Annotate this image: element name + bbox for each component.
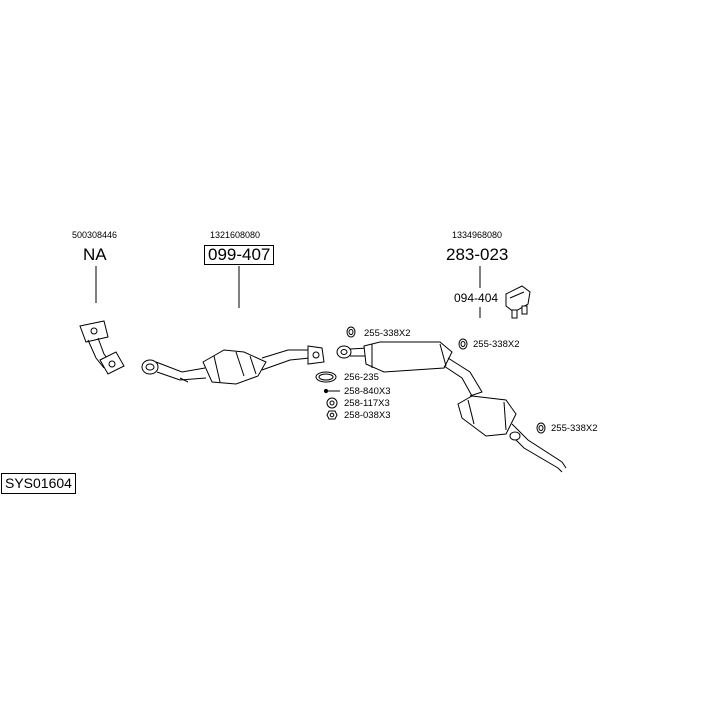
oe-number-label: 500308446: [72, 230, 118, 240]
accessory-label[interactable]: 255-338X2: [551, 423, 598, 434]
catalytic-converter-part: [141, 345, 325, 385]
oe-number-label: 1334968080: [452, 230, 503, 240]
accessory-label[interactable]: 255-338X2: [364, 328, 411, 339]
silencer-part: [336, 341, 567, 473]
gasket-ring-icon: [315, 371, 337, 383]
part-number-label[interactable]: 283-023: [446, 245, 509, 264]
accessory-label[interactable]: 258-117X3: [344, 398, 390, 409]
bolt-icon: [323, 388, 340, 394]
part-number-label[interactable]: NA: [83, 245, 107, 264]
accessory-label[interactable]: 258-840X3: [344, 386, 391, 397]
oe-number-label: 1321608080: [210, 230, 261, 240]
system-code-label: SYS01604: [1, 473, 76, 494]
accessory-label[interactable]: 258-038X3: [344, 410, 391, 421]
rubber-ring-icon: [458, 338, 468, 350]
rubber-ring-icon: [536, 422, 546, 434]
part-number-label[interactable]: 099-407: [204, 245, 275, 265]
front-pipe-part: [79, 320, 125, 375]
accessory-label[interactable]: 256-235: [344, 372, 379, 383]
nut-icon: [326, 410, 338, 420]
washer-icon: [326, 397, 338, 409]
bracket-part: [505, 285, 531, 319]
bracket-part-label[interactable]: 094-404: [454, 291, 499, 305]
rubber-ring-icon: [346, 326, 356, 338]
accessory-label[interactable]: 255-338X2: [473, 339, 520, 350]
